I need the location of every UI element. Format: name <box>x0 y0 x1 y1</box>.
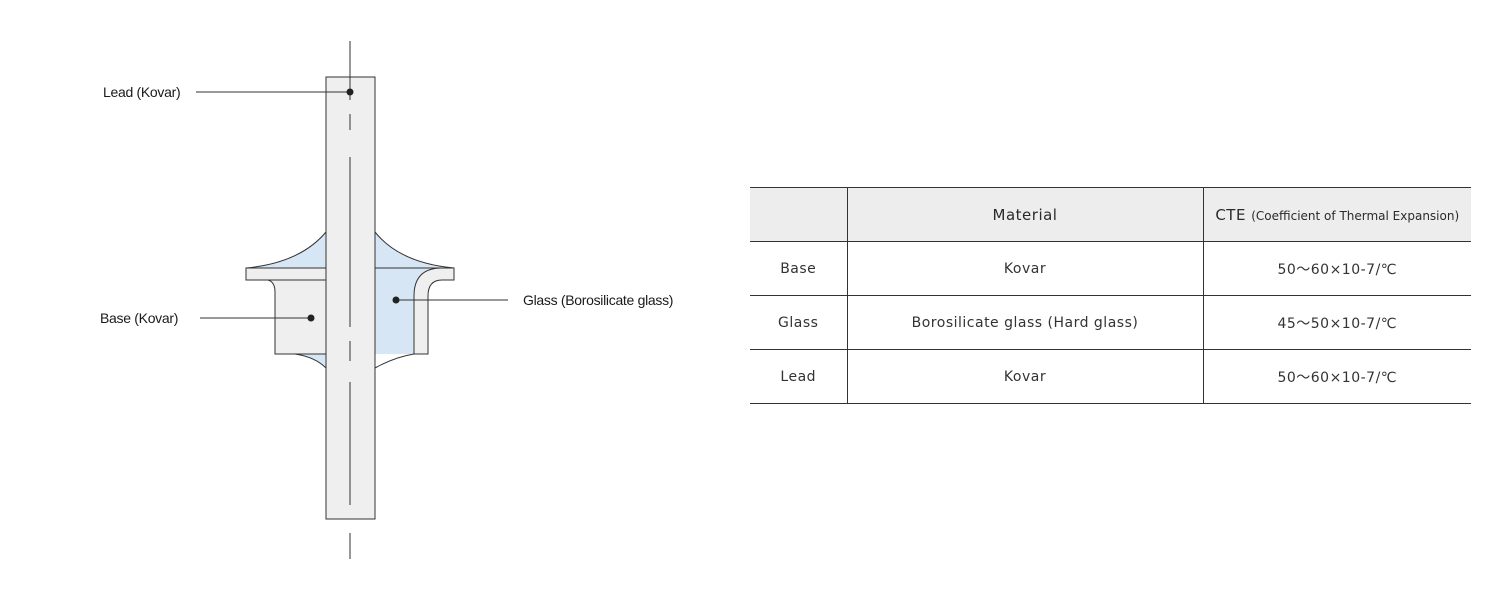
cell-material: Borosilicate glass (Hard glass) <box>847 295 1204 350</box>
table-header-row: Material CTE (Coefficient of Thermal Exp… <box>750 187 1471 242</box>
header-cte-main: CTE <box>1215 205 1246 224</box>
base-right-wall <box>375 267 455 355</box>
cell-cte: 45～50×10-7/℃ <box>1277 315 1398 332</box>
table-row-glass: Glass Borosilicate glass (Hard glass) 45… <box>750 295 1471 350</box>
glass-outline-upper-left <box>245 231 327 269</box>
cell-cte: 50～60×10-7/℃ <box>1277 261 1398 278</box>
material-spec-table: Material CTE (Coefficient of Thermal Exp… <box>750 187 1471 404</box>
glass-outline-lower-right <box>374 353 415 369</box>
glass-outline-lower-left <box>294 353 327 369</box>
base-leader-dot <box>307 314 315 322</box>
base-callout-label: Base (Kovar) <box>100 310 178 326</box>
glass-callout-label: Glass (Borosilicate glass) <box>523 292 673 308</box>
cell-part: Lead <box>750 349 848 404</box>
glass-outline-upper-right <box>374 231 455 269</box>
cell-part: Glass <box>750 295 848 350</box>
lead-leader-dot <box>346 88 354 96</box>
header-part <box>750 187 848 242</box>
cell-material: Kovar <box>847 241 1204 296</box>
hermetic-seal-diagram: Lead (Kovar) Base (Kovar) Glass (Borosil… <box>100 41 673 559</box>
header-cte-sub: (Coefficient of Thermal Expansion) <box>1251 208 1460 223</box>
lead-callout-label: Lead (Kovar) <box>103 84 180 100</box>
cell-cte: 50～60×10-7/℃ <box>1277 369 1398 386</box>
table-row-lead: Lead Kovar 50～60×10-7/℃ <box>750 349 1471 404</box>
glass-leader-dot <box>392 296 400 304</box>
table-row-base: Base Kovar 50～60×10-7/℃ <box>750 241 1471 296</box>
cell-material: Kovar <box>847 349 1204 404</box>
header-cte: CTE (Coefficient of Thermal Expansion) <box>1203 188 1471 242</box>
cell-part: Base <box>750 241 848 296</box>
header-material: Material <box>847 187 1204 242</box>
